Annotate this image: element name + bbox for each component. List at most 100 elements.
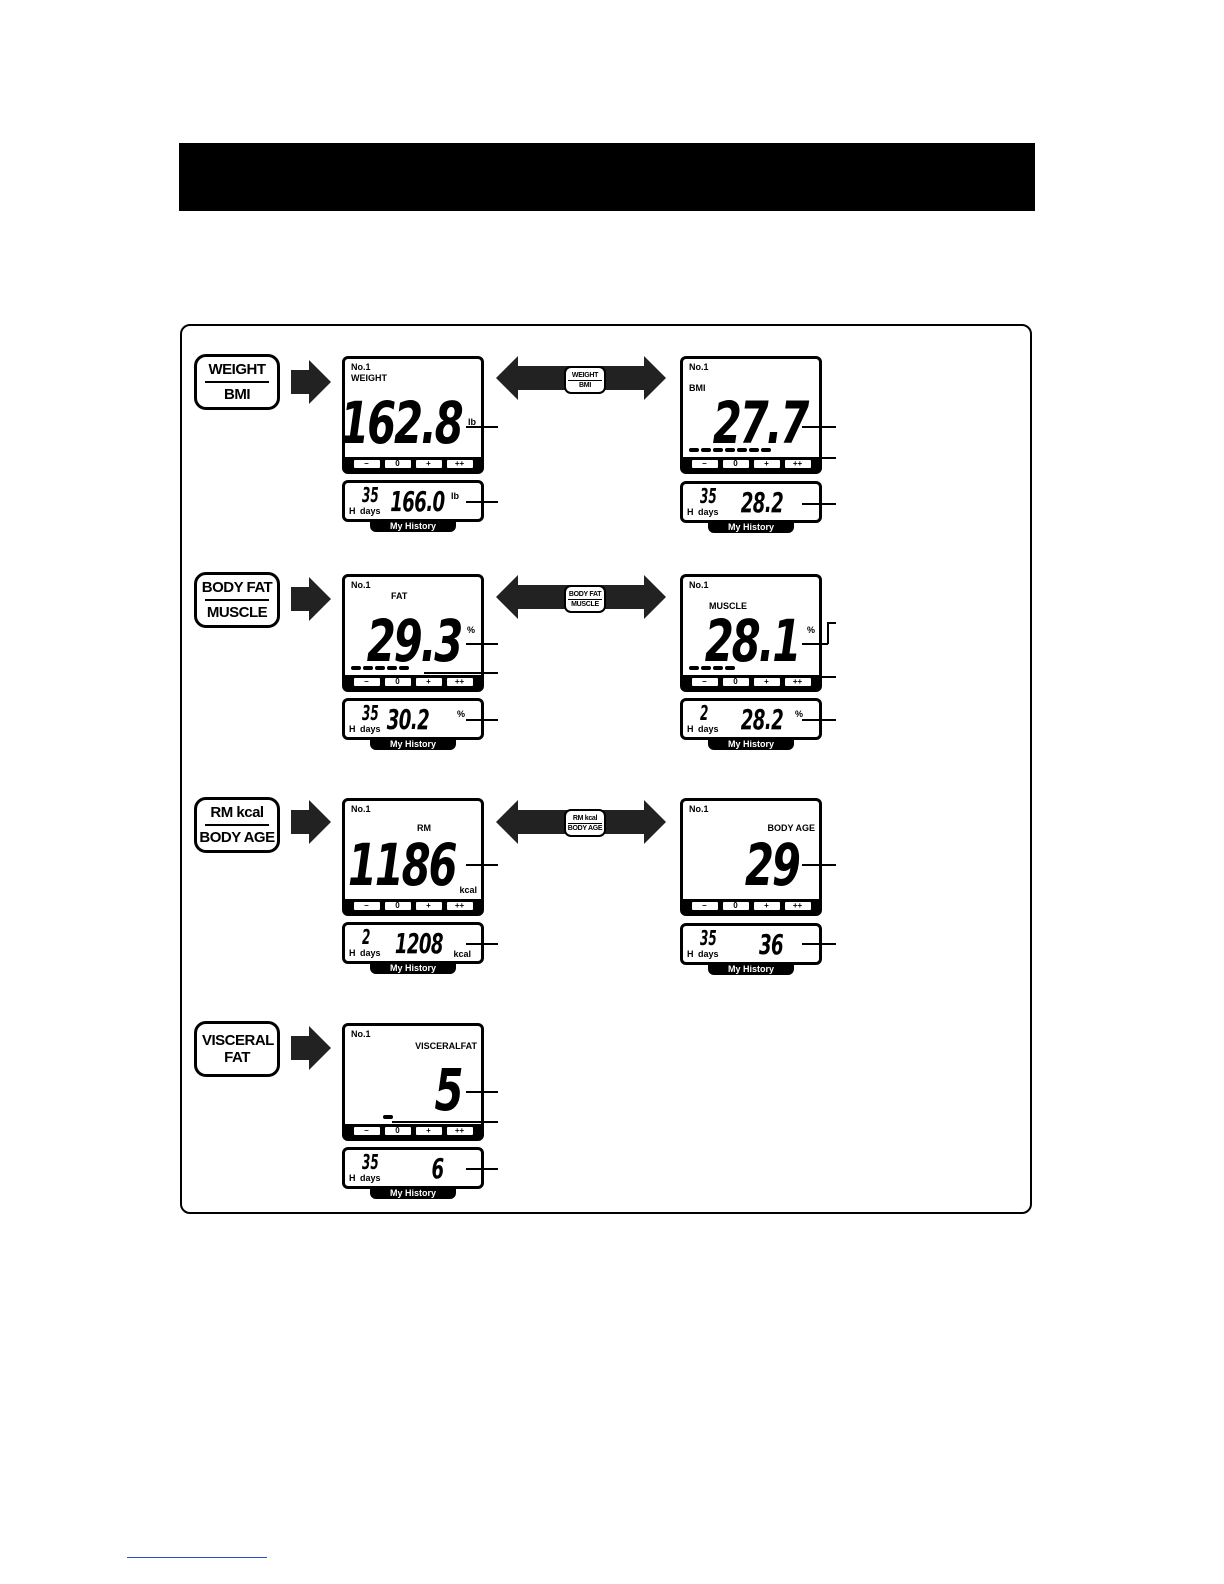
button-divider [205,824,269,826]
measurement-value: 5 [434,1056,463,1124]
bar-label-zero: 0 [722,902,749,910]
mode-label: MUSCLE [709,601,747,611]
lcd-main-display: No.1 BMI 27.7 – 0 + ++ [680,356,822,474]
level-indicator [383,1115,393,1119]
history-days-label: days [698,949,719,959]
bar-label-zero: 0 [384,460,411,468]
measurement-value: 1186 [347,831,457,899]
visceral-fat-button[interactable]: VISCERAL FAT [194,1021,280,1077]
unit-label: % [466,625,475,635]
history-unit: % [794,709,803,719]
history-display: 35 H days 166.0 lb [342,480,484,522]
callout-line [466,643,498,645]
lcd-main-display: No.1 MUSCLE 28.1 % – 0 + ++ [680,574,822,692]
history-day-count: 35 [362,701,379,725]
bar-label-plusplus: ++ [784,678,811,686]
user-number: No.1 [689,580,709,590]
history-day-count: 2 [362,925,371,949]
history-display: 35 H days 6 [342,1147,484,1189]
history-value: 30.2 [386,703,430,736]
button-label-bottom: BMI [224,386,251,403]
history-days-label: days [360,948,381,958]
bar-label-plusplus: ++ [446,460,473,468]
classification-bar: – 0 + ++ [345,675,481,689]
bar-label-plus: + [753,678,780,686]
callout-line [764,457,836,459]
classification-bar: – 0 + ++ [345,899,481,913]
bar-label-zero: 0 [384,902,411,910]
bar-label-zero: 0 [384,1127,411,1135]
mini-button-divider [568,379,602,381]
bar-label-plusplus: ++ [446,902,473,910]
rm-kcal-body-age-button[interactable]: RM kcal BODY AGE [194,797,280,853]
bar-label-plus: + [415,1127,442,1135]
user-number: No.1 [689,804,709,814]
history-days-label: days [360,1173,381,1183]
right-arrow-icon [291,1026,331,1070]
callout-line [802,643,828,645]
button-divider [205,381,269,383]
button-label-top: RM kcal [210,804,264,821]
callout-line [466,501,498,503]
callout-line [802,426,836,428]
weight-bmi-mini-button: WEIGHT BMI [564,366,606,394]
bar-label-minus: – [353,902,380,910]
classification-bar: – 0 + ++ [683,457,819,471]
bar-label-minus: – [691,902,718,910]
mini-button-divider [568,598,602,600]
history-value: 28.2 [740,486,784,519]
history-display: 35 H days 28.2 [680,481,822,523]
body-fat-muscle-button[interactable]: BODY FAT MUSCLE [194,572,280,628]
classification-bar: – 0 + ++ [345,1124,481,1138]
user-number: No.1 [689,362,709,372]
mini-button-label-bottom: BODY AGE [567,824,603,832]
measurement-value: 29.3 [366,607,464,675]
bar-label-plusplus: ++ [446,678,473,686]
history-h-label: H [349,506,356,516]
level-indicator [689,448,771,452]
mini-button-divider [568,822,602,824]
history-h-label: H [349,724,356,734]
level-indicator [689,666,735,670]
lcd-main-display: No.1 RM 1186 kcal – 0 + ++ [342,798,484,916]
bar-label-zero: 0 [722,678,749,686]
bar-label-minus: – [353,460,380,468]
mini-button-label-bottom: BMI [579,381,591,389]
bar-label-plus: + [753,902,780,910]
callout-line [392,1121,498,1123]
weight-bmi-button[interactable]: WEIGHT BMI [194,354,280,410]
callout-line [466,943,498,945]
callout-line [802,503,836,505]
mode-label: RM [417,823,431,833]
history-day-count: 35 [362,483,379,507]
history-day-count: 35 [700,926,717,950]
history-day-count: 35 [362,1150,379,1174]
measurement-value: 27.7 [712,389,810,457]
footer-link-underline [127,1557,267,1558]
lcd-main-display: No.1 BODY AGE 29 – 0 + ++ [680,798,822,916]
bar-label-minus: – [353,1127,380,1135]
user-number: No.1 [351,580,371,590]
button-label-top: WEIGHT [208,361,267,378]
measurement-value: 28.1 [704,607,802,675]
bar-label-minus: – [691,460,718,468]
history-days-label: days [698,507,719,517]
callout-line [802,719,836,721]
callout-line [827,622,829,644]
bar-label-plusplus: ++ [784,460,811,468]
my-history-tab: My History [370,1187,456,1199]
button-label-bottom: BODY AGE [199,829,275,846]
unit-label: % [806,625,815,635]
history-display: 2 H days 1208 kcal [342,922,484,964]
history-unit: % [456,709,465,719]
history-display: 2 H days 28.2 % [680,698,822,740]
classification-bar: – 0 + ++ [345,457,481,471]
my-history-tab: My History [370,738,456,750]
measurement-value: 162.8 [339,389,463,457]
button-label: VISCERAL FAT [202,1032,274,1066]
mini-button-label-top: RM kcal [572,814,598,822]
rm-kcal-body-age-mini-button: RM kcal BODY AGE [564,809,606,837]
history-h-label: H [687,949,694,959]
history-value: 1208 [394,927,444,960]
mode-label: BODY AGE [767,823,815,833]
